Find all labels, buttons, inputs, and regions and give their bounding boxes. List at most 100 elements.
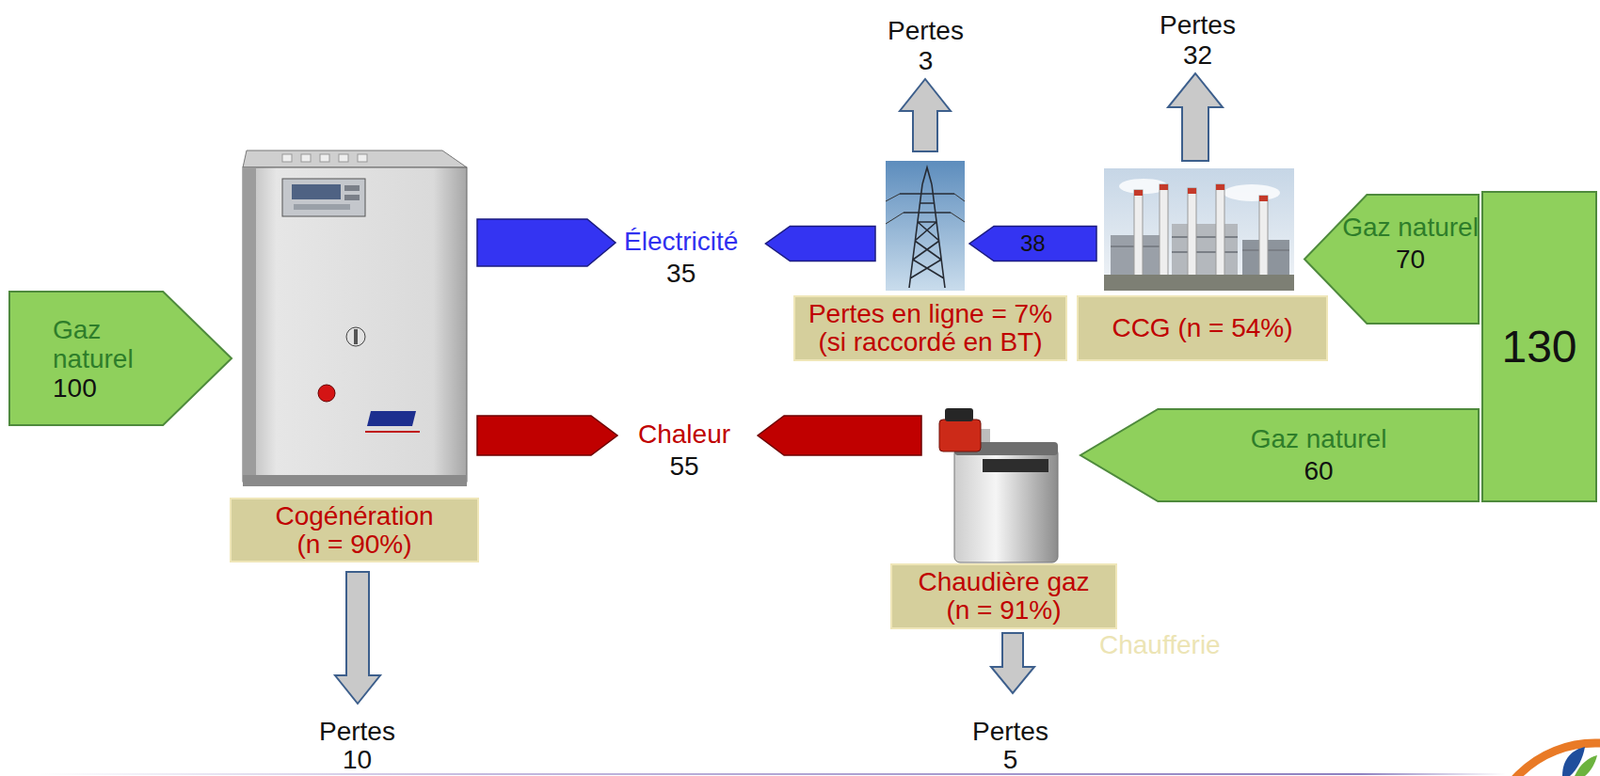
arrow-outline [1304, 194, 1479, 324]
combined-cycle-plant: CCG (n = 54%) [1076, 168, 1328, 362]
footer-rule [37, 773, 1506, 776]
flow-name: Électricité [624, 225, 738, 258]
display-screen [291, 184, 341, 200]
vent [357, 154, 368, 162]
unit-label: CCG (n = 54%) [1111, 314, 1293, 343]
loss-output: Pertes5 [968, 718, 1053, 775]
panel-button [344, 194, 360, 201]
unit-label: Pertes en ligne = 7% (si raccordé en BT) [800, 300, 1060, 357]
red-light [318, 384, 336, 402]
arrow-shape [1079, 408, 1480, 503]
loss-arrow [335, 572, 381, 704]
flow-name: Gaz naturel [52, 315, 171, 374]
electricity-output: Électricité35 [620, 225, 742, 290]
label-box: Cogénération (n = 90%) [229, 497, 480, 563]
panel-keys [293, 204, 351, 210]
label-box: CCG (n = 54%) [1076, 295, 1328, 362]
chimney [1259, 195, 1268, 278]
control-panel [282, 178, 366, 217]
logo-stripe [365, 431, 420, 433]
loss-value: 10 [342, 746, 372, 775]
loss-output: Pertes3 [883, 16, 968, 77]
flow-name: Gaz naturel [1342, 211, 1479, 244]
cabinet-front [242, 167, 467, 482]
ground [1104, 274, 1295, 291]
unit-label: Cogénération (n = 90%) [267, 502, 442, 560]
gas-input-arrow: Gaz naturel60 [1079, 408, 1480, 503]
logo [1487, 743, 1600, 776]
chimney-band [1187, 188, 1197, 194]
cabinet-hinge [242, 167, 256, 482]
electricity-flow-arrow [765, 226, 876, 262]
vent [282, 154, 292, 162]
heat-output: Chaleur55 [634, 418, 735, 483]
loss-name: Pertes [972, 718, 1049, 747]
flow-value: 55 [669, 450, 699, 483]
loss-name: Pertes [887, 16, 964, 47]
gas-input-arrow: Gaz naturel100 [8, 290, 233, 427]
sky [1104, 168, 1295, 291]
heat-flow-arrow [757, 416, 922, 456]
cabinet-top [242, 150, 467, 168]
chimney-band [1159, 184, 1168, 191]
switch [346, 327, 366, 347]
loss-output: Pertes10 [315, 718, 400, 775]
gas-boiler: Chaudière gaz (n = 91%) [890, 405, 1118, 630]
loss-value: 32 [1183, 40, 1213, 71]
power-plant-picture [1104, 168, 1295, 291]
loss-output: Pertes32 [1155, 10, 1240, 71]
loss-value: 5 [1003, 746, 1019, 775]
heat-flow-arrow [477, 416, 618, 456]
arrow-outline [9, 291, 232, 426]
flow-name: Chaleur [638, 418, 731, 451]
label-box: Pertes en ligne = 7% (si raccordé en BT) [793, 295, 1068, 362]
cogeneration-unit-picture [242, 150, 467, 487]
total-gas-box: 130 [1481, 191, 1598, 503]
chimney [1134, 190, 1143, 278]
flow-value: 60 [1303, 455, 1333, 488]
arrow-outline [1080, 409, 1479, 502]
cabinet-plinth [242, 475, 467, 487]
flow-value: 35 [666, 257, 696, 290]
flow-value: 38 [1020, 230, 1046, 257]
chimney [1187, 188, 1197, 278]
chimney [1216, 184, 1225, 278]
loss-value: 3 [918, 46, 934, 77]
arrow-text-area: Gaz naturel70 [1341, 193, 1480, 325]
electricity-flow-arrow [477, 219, 616, 267]
loss-name: Pertes [319, 718, 396, 747]
sky [885, 160, 965, 291]
chimney-band [1259, 195, 1268, 202]
room-watermark: Chaufferie [1099, 631, 1221, 660]
loss-arrow [1168, 73, 1223, 161]
chimney-band [1134, 190, 1143, 196]
unit-label: Chaudière gaz (n = 91%) [911, 568, 1098, 625]
power-pylon-picture [885, 160, 965, 291]
arrow-text-area: Gaz naturel60 [1157, 408, 1480, 503]
total-value: 130 [1501, 320, 1577, 374]
boiler-body [954, 448, 1058, 563]
vent [301, 154, 311, 162]
loss-arrow [991, 633, 1035, 694]
cloud [1223, 184, 1280, 202]
chimney-band [1216, 184, 1225, 191]
loss-arrow [899, 79, 951, 152]
vent [320, 154, 330, 162]
flow-name: Gaz naturel [1250, 423, 1388, 456]
pylon-lattice [899, 167, 955, 288]
logo-ring [1487, 743, 1600, 776]
vent [338, 154, 349, 162]
gas-boiler-picture [939, 408, 1058, 563]
power-wires [885, 193, 965, 224]
power-line: Pertes en ligne = 7% (si raccordé en BT) [793, 160, 1068, 362]
cogeneration-unit: Cogénération (n = 90%) [229, 147, 480, 563]
logo-leaf-green [1574, 755, 1598, 776]
maker-logo [367, 411, 416, 427]
flow-value: 100 [52, 373, 97, 403]
arrow-text-area: Gaz naturel100 [52, 290, 233, 427]
switch-lever [353, 329, 358, 345]
burner-cover [944, 408, 974, 422]
electricity-flow-arrow [969, 226, 1097, 262]
